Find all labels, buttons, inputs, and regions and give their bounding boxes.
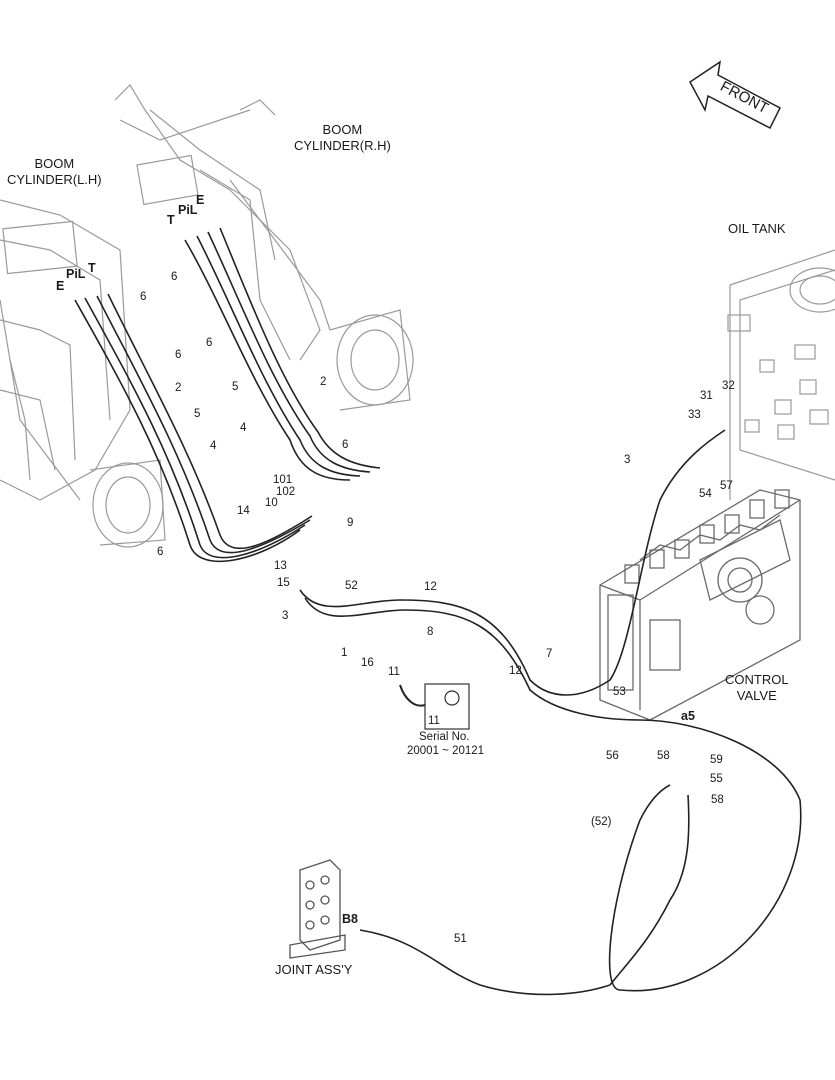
title-joint-assy: JOINT ASS'Y bbox=[275, 962, 353, 977]
title-boom-cylinder-rh: BOOM CYLINDER(R.H) bbox=[294, 122, 391, 153]
port-b8: B8 bbox=[342, 912, 358, 926]
port-lh-e: E bbox=[56, 279, 65, 293]
part-label: 53 bbox=[613, 686, 626, 698]
title-control-valve: CONTROL VALVE bbox=[725, 672, 789, 703]
serial-detail-box bbox=[399, 683, 470, 730]
port-lh-pil: PiL bbox=[66, 267, 86, 281]
part-label: 4 bbox=[210, 440, 217, 452]
port-rh-t: T bbox=[167, 213, 175, 227]
port-rh-pil: PiL bbox=[178, 203, 198, 217]
part-label: 2 bbox=[175, 382, 182, 394]
serial-range: 20001 ~ 20121 bbox=[407, 745, 485, 757]
control-valve-drawing bbox=[599, 489, 801, 721]
part-label: 57 bbox=[720, 480, 733, 492]
part-label: 11 bbox=[428, 715, 440, 727]
part-label: 12 bbox=[509, 665, 522, 677]
part-label: 6 bbox=[206, 337, 213, 349]
part-label: 1 bbox=[341, 647, 348, 659]
part-label: 6 bbox=[171, 271, 178, 283]
boom-cylinder-rh-drawing bbox=[114, 84, 414, 411]
part-label: 6 bbox=[157, 546, 164, 558]
part-label: 6 bbox=[342, 439, 349, 451]
part-label: 52 bbox=[345, 580, 358, 592]
part-label: 33 bbox=[688, 409, 701, 421]
part-label: 9 bbox=[347, 517, 354, 529]
part-label: 102 bbox=[276, 486, 296, 498]
part-label: 16 bbox=[361, 657, 374, 669]
port-rh-e: E bbox=[196, 193, 205, 207]
part-label: 59 bbox=[710, 754, 723, 766]
part-label: 5 bbox=[232, 381, 239, 393]
part-label: 2 bbox=[320, 376, 327, 388]
part-label: 12 bbox=[424, 581, 437, 593]
title-oil-tank: OIL TANK bbox=[728, 221, 786, 236]
front-arrow-icon: FRONT bbox=[689, 60, 781, 130]
part-label: 5 bbox=[194, 408, 201, 420]
part-label: 4 bbox=[240, 422, 247, 434]
part-label: 8 bbox=[427, 626, 434, 638]
part-label: 3 bbox=[624, 454, 631, 466]
part-label: 6 bbox=[175, 349, 182, 361]
part-label: 101 bbox=[273, 474, 293, 486]
part-label: 51 bbox=[454, 933, 467, 945]
title-boom-cylinder-lh: BOOM CYLINDER(L.H) bbox=[7, 156, 102, 187]
part-label: 55 bbox=[710, 773, 723, 785]
hose-lines bbox=[74, 227, 802, 996]
part-label: 32 bbox=[722, 380, 735, 392]
part-label: 6 bbox=[140, 291, 147, 303]
part-label: 14 bbox=[237, 505, 250, 517]
part-label: 13 bbox=[274, 560, 287, 572]
port-lh-t: T bbox=[88, 261, 96, 275]
part-label: 10 bbox=[265, 497, 278, 509]
part-label: 58 bbox=[657, 750, 670, 762]
part-label: 31 bbox=[700, 390, 713, 402]
part-label: 56 bbox=[606, 750, 619, 762]
serial-label: Serial No. bbox=[419, 731, 470, 743]
part-label: 3 bbox=[282, 610, 289, 622]
boom-cylinder-lh-drawing bbox=[0, 199, 166, 548]
part-label: 7 bbox=[546, 648, 553, 660]
part-label: 54 bbox=[699, 488, 712, 500]
joint-assy-drawing bbox=[289, 859, 346, 959]
part-label: 11 bbox=[388, 666, 400, 678]
port-a5: a5 bbox=[681, 709, 695, 723]
part-label: (52) bbox=[591, 816, 612, 828]
oil-tank-drawing bbox=[727, 249, 835, 500]
part-label: 15 bbox=[277, 577, 290, 589]
part-label: 58 bbox=[711, 794, 724, 806]
